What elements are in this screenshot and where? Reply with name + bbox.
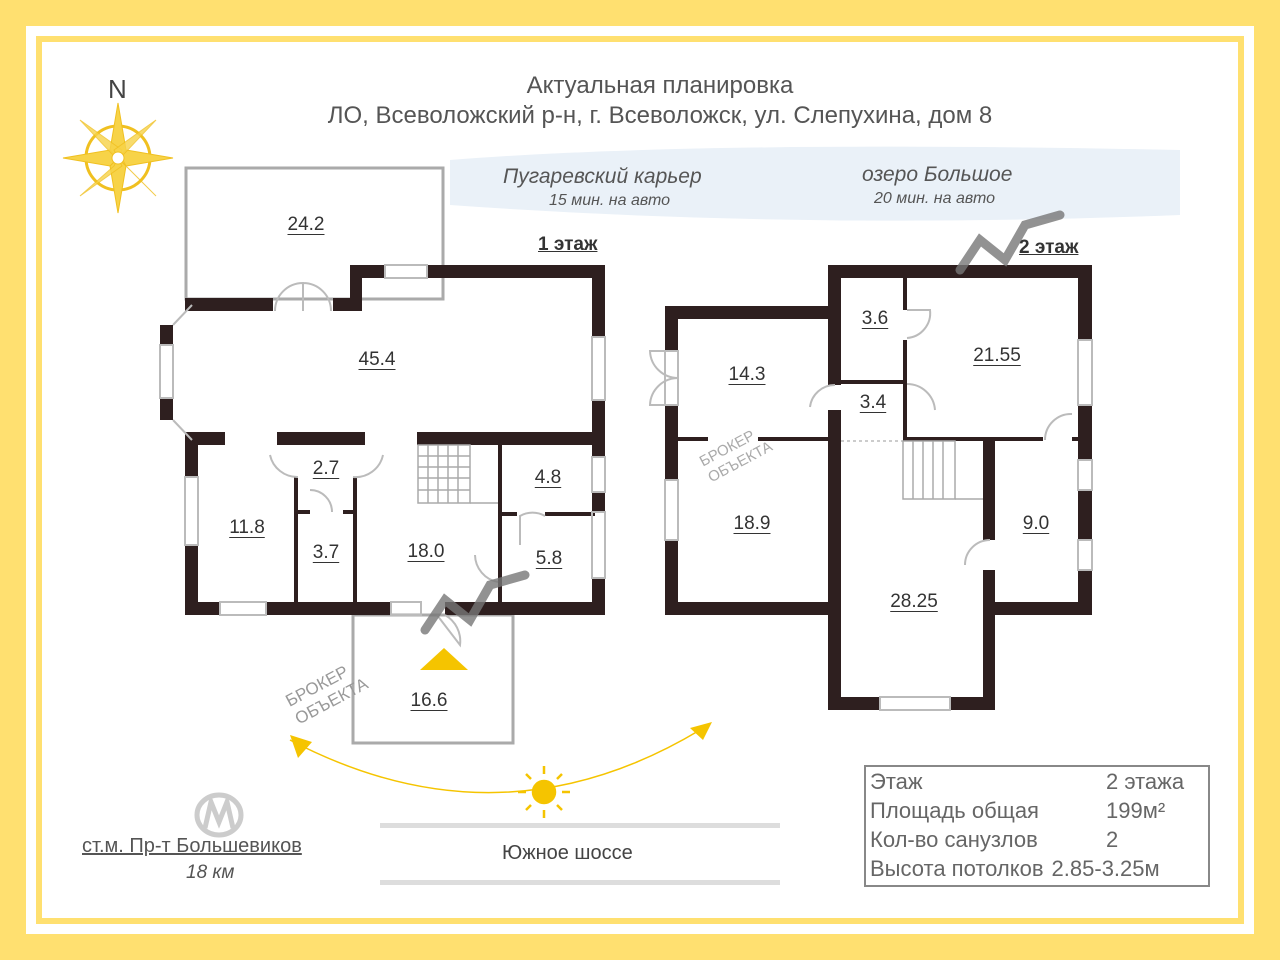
inner-border (36, 36, 1244, 924)
landmark-name: Пугаревский карьер (503, 165, 702, 188)
sun-icon (518, 766, 570, 818)
info-row: Этаж 2 этажа (870, 767, 1204, 796)
room-area: 4.8 (534, 467, 562, 488)
info-value: 2 этажа (1106, 769, 1185, 794)
metro-logo-icon (194, 792, 244, 838)
arrow-left-icon (290, 735, 312, 758)
title-line1: Актуальная планировка (526, 72, 794, 99)
room-area: 3.7 (312, 542, 340, 563)
room-area: 24.2 (287, 214, 325, 235)
landmark-time: 15 мин. на авто (549, 192, 671, 209)
info-label: Кол-во санузлов (870, 827, 1038, 852)
title-line2: ЛО, Всеволожский р-н, г. Всеволожск, ул.… (327, 102, 993, 129)
terrace-outline (184, 166, 445, 301)
floor1-plan (159, 166, 606, 745)
info-label: Этаж (870, 769, 923, 794)
info-label: Высота потолков (870, 856, 1044, 881)
compass-rose-icon (62, 102, 174, 214)
road-line-top (380, 823, 780, 828)
room-area: 9.0 (1022, 513, 1050, 534)
room-area: 45.4 (358, 349, 396, 370)
room-area: 3.6 (861, 308, 889, 329)
info-row: Высота потолков 2.85-3.25м (870, 854, 1204, 883)
floor2-plan (648, 265, 1093, 711)
room-area: 28.25 (890, 591, 938, 612)
road-line-bottom (380, 880, 780, 885)
info-table: Этаж 2 этажа Площадь общая 199м² Кол-во са… (864, 765, 1210, 887)
room-area: 14.3 (728, 364, 766, 385)
entrance-arrow-icon (420, 648, 468, 670)
landmark-name: озеро Большое (862, 163, 1013, 186)
cloud-band (450, 146, 1180, 221)
room-area: 21.55 (973, 345, 1021, 366)
room-area: 16.6 (410, 690, 448, 711)
road-name: Южное шоссе (502, 842, 633, 864)
room-area: 3.4 (859, 392, 887, 413)
metro-distance: 18 км (186, 862, 235, 883)
metro-station: ст.м. Пр-т Большевиков (82, 835, 302, 857)
room-area: 18.0 (407, 541, 445, 562)
watermark-logo-icon (420, 210, 1065, 635)
sun-path (289, 729, 701, 794)
room-area: 2.7 (312, 458, 340, 479)
floor2-label: 2 этаж (1019, 237, 1079, 258)
floor1-label: 1 этаж (538, 234, 598, 255)
room-area: 5.8 (535, 548, 563, 569)
landmark-time: 20 мин. на авто (874, 190, 996, 207)
room-area: 11.8 (229, 517, 265, 538)
compass-north-label: N (108, 74, 127, 104)
room-area: 18.9 (733, 513, 771, 534)
info-value: 2 (1106, 827, 1119, 852)
arrow-right-icon (690, 722, 712, 740)
info-label: Площадь общая (870, 798, 1039, 823)
info-value: 2.85-3.25м (1051, 856, 1160, 881)
info-value: 199м² (1106, 798, 1166, 823)
info-row: Площадь общая 199м² (870, 796, 1204, 825)
info-row: Кол-во санузлов 2 (870, 825, 1204, 854)
